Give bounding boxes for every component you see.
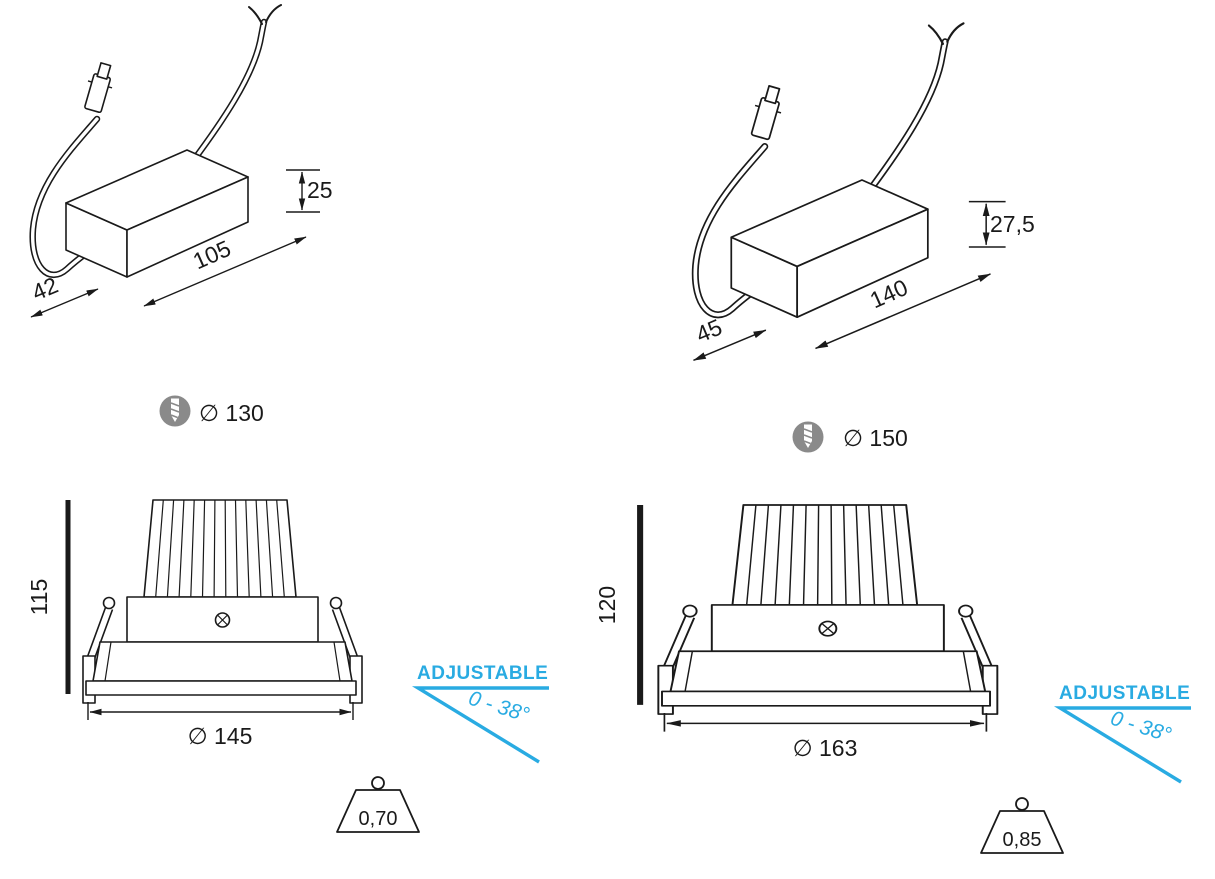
fixture-diameter-dim-label: ∅ 163 [793, 735, 858, 761]
driver-height-dim-label: 27,5 [990, 211, 1035, 237]
adjustable-label: ADJUSTABLE [417, 663, 548, 684]
cutout-diameter-label: ∅ 130 [199, 400, 264, 426]
downlight-front-drawing [640, 505, 997, 732]
beam-value-label: 0,85 [1003, 829, 1042, 851]
cutout-diameter-label: ∅ 150 [843, 425, 908, 451]
fixture-diameter-dim-label: ∅ 145 [188, 723, 253, 749]
downlight-front-drawing [68, 500, 362, 720]
adjustable-range-label: 0 - 38° [466, 687, 532, 727]
driver-box-drawing [693, 23, 1005, 360]
driver-width-dim-label: 45 [692, 314, 726, 348]
product-right: 27,5 140 45 ∅ 150 120 ∅ 163 ADJUSTABLE 0… [594, 23, 1193, 854]
adjustable-label: ADJUSTABLE [1059, 683, 1190, 704]
driver-height-dim-label: 25 [307, 177, 333, 203]
drill-bit-icon [791, 420, 825, 454]
fixture-height-dim-label: 120 [594, 586, 620, 624]
driver-box-drawing [31, 5, 320, 317]
fixture-height-dim-label: 115 [26, 579, 52, 616]
drill-bit-icon [158, 394, 192, 428]
adjustable-range-label: 0 - 38° [1108, 707, 1174, 747]
beam-value-label: 0,70 [359, 808, 398, 830]
product-left: 25 105 42 ∅ 130 115 ∅ 145 ADJUSTABLE 0 -… [26, 5, 551, 833]
